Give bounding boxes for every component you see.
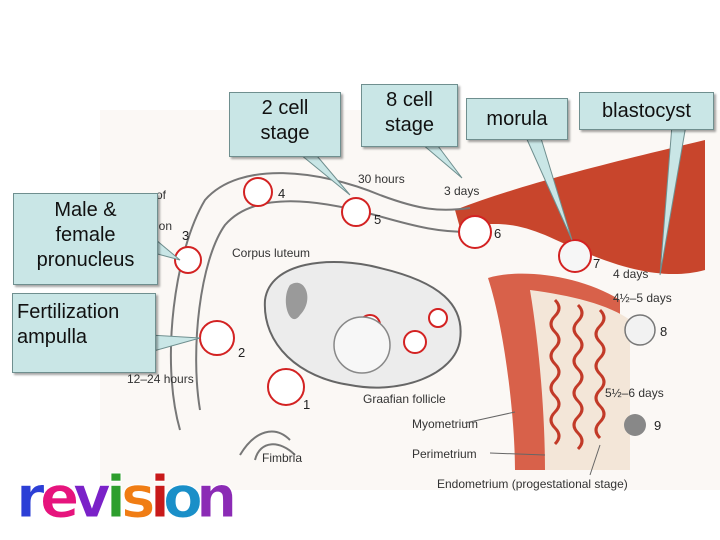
callout-fertilization-line-2: ampulla [17, 326, 88, 348]
callout-eight-cell-stage: 8 cell stage [361, 84, 458, 147]
callout-pronucleus-line-2: female [55, 224, 116, 246]
stage-number-5: 5 [374, 212, 381, 227]
revision-letter-4: i [106, 463, 126, 531]
fimbria-outline [239, 430, 296, 461]
callout-fertilization-line-1: Fertilization [17, 301, 120, 323]
callout-blastocyst-label: blastocyst [602, 100, 691, 122]
stage-number-6: 6 [494, 226, 501, 241]
label-corpus-luteum: Corpus luteum [232, 246, 310, 260]
stage-9-implantation [624, 414, 646, 436]
stage-number-7: 7 [593, 256, 600, 271]
callout-morula-label: morula [486, 108, 548, 130]
callout-pronucleus-line-1: Male & [54, 199, 117, 221]
stage-6-ring [458, 215, 492, 249]
callout-blastocyst: blastocyst [579, 92, 714, 130]
myometrium-leader [464, 411, 516, 424]
stage-number-3: 3 [182, 228, 189, 243]
label-30-hours: 30 hours [358, 172, 405, 186]
revision-letter-6: i [150, 463, 170, 531]
label-fimbria: Fimbria [262, 451, 302, 465]
uterine-tube-wall [455, 140, 705, 275]
callout-fertilization-ampulla: Fertilization ampulla [12, 293, 156, 373]
revision-letter-7: o [163, 463, 203, 531]
ovary-follicle-large [403, 330, 427, 354]
graafian-follicle [333, 316, 391, 374]
revision-letter-8: n [196, 463, 237, 531]
label-partial-ion: ion [156, 219, 172, 233]
fallopian-tube-outer [169, 172, 471, 431]
endometrium-leader [589, 444, 601, 476]
revision-letter-1: r [16, 463, 45, 531]
callout-two-cell-stage: 2 cell stage [229, 92, 341, 157]
label-5-6-days: 5½–6 days [605, 386, 664, 400]
callout-eight-cell-line-2: stage [385, 114, 434, 136]
label-endometrium: Endometrium (progestational stage) [437, 477, 628, 491]
callout-morula: morula [466, 98, 568, 140]
stage-number-4: 4 [278, 186, 285, 201]
stage-2-ring [199, 320, 235, 356]
label-perimetrium: Perimetrium [412, 447, 477, 461]
label-4-5-days: 4½–5 days [613, 291, 672, 305]
callout-eight-cell-line-1: 8 cell [386, 89, 433, 111]
callout-two-cell-line-2: stage [260, 122, 310, 144]
stage-number-9: 9 [654, 418, 661, 433]
label-12-24-hours: 12–24 hours [127, 372, 194, 386]
callout-two-cell-line-1: 2 cell [261, 97, 309, 119]
corpus-luteum-body [285, 282, 308, 320]
stage-5-ring [341, 197, 371, 227]
label-myometrium: Myometrium [412, 417, 478, 431]
label-partial-of: of [156, 188, 167, 202]
ovary-follicle-medium [428, 308, 448, 328]
endometrial-glands [549, 298, 606, 451]
stage-3-ring [174, 246, 202, 274]
stage-8-blastocyst [624, 314, 656, 346]
stage-7-ring [558, 239, 592, 273]
perimetrium-leader [489, 452, 546, 456]
revision-word: r e v i s i o n [16, 463, 237, 531]
stage-number-2: 2 [238, 345, 245, 360]
stage-1-ring [267, 368, 305, 406]
stage-4-ring [243, 177, 273, 207]
callout-pronucleus-line-3: pronucleus [36, 249, 135, 271]
revision-letter-2: e [40, 463, 79, 531]
label-graafian-follicle: Graafian follicle [363, 392, 446, 406]
label-3-days: 3 days [444, 184, 479, 198]
callout-pronucleus: Male & female pronucleus [13, 193, 158, 285]
stage-number-8: 8 [660, 324, 667, 339]
label-4-days: 4 days [613, 267, 648, 281]
stage-number-1: 1 [303, 397, 310, 412]
revision-letter-3: v [73, 463, 111, 531]
revision-letter-5: s [121, 463, 156, 531]
